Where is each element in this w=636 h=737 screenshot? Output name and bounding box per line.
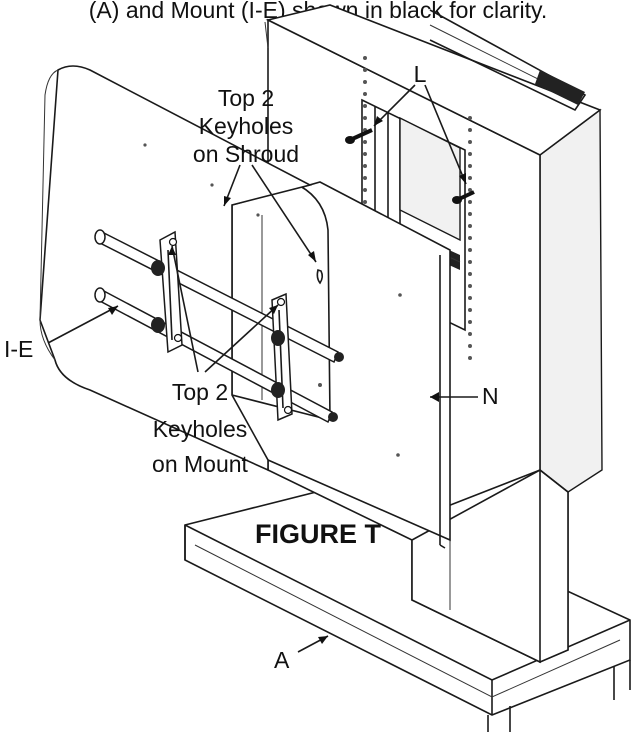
label-n: N [482, 383, 499, 409]
label-mount-keyholes-line3: on Mount [152, 451, 249, 477]
label-i-e: I-E [4, 336, 33, 362]
screw-l-left [345, 128, 373, 144]
label-shroud-keyholes-line1: Top 2 [218, 85, 274, 111]
shroud-keyhole-right [316, 268, 324, 285]
label-l: L [414, 61, 427, 87]
label-mount-keyholes-line2: Keyholes [153, 416, 248, 442]
hole-column-left [363, 56, 367, 204]
label-shroud-keyholes-line3: on Shroud [193, 141, 299, 167]
label-a: A [274, 647, 290, 673]
label-shroud-keyholes-line2: Keyholes [199, 113, 294, 139]
hole-column-right [468, 116, 472, 360]
base-a [184, 485, 631, 732]
leader-lines [47, 21, 478, 653]
figure-title: FIGURE T [255, 519, 382, 549]
display-tower [265, 4, 603, 664]
screw-l-right [452, 190, 475, 204]
label-mount-keyholes-line1: Top 2 [172, 379, 228, 405]
mount-i-e [94, 229, 344, 424]
